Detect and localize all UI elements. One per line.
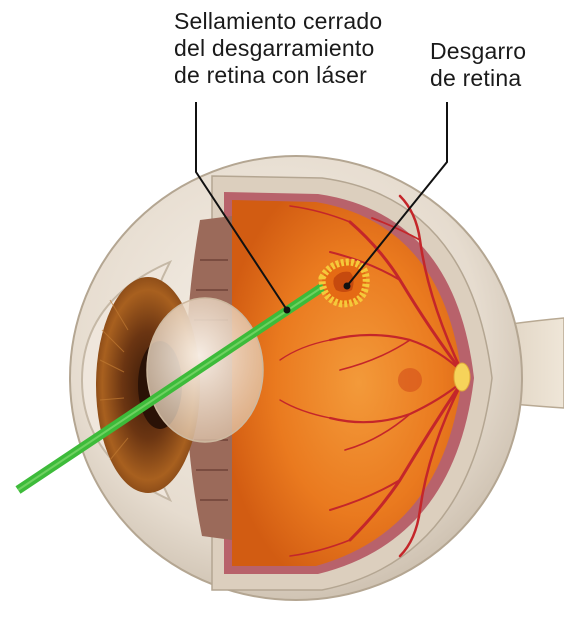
laser-seal-label: Sellamiento cerrado del desgarramiento d… (174, 8, 434, 89)
retinal-tear-label: Desgarro de retina (430, 38, 564, 92)
laser-seal-label-line2: del desgarramiento (174, 35, 434, 62)
retinal-tear-label-line2: de retina (430, 65, 564, 92)
macula (398, 368, 422, 392)
laser-seal-label-line3: de retina con láser (174, 62, 434, 89)
laser-seal-label-line1: Sellamiento cerrado (174, 8, 434, 35)
retinal-tear-label-line1: Desgarro (430, 38, 564, 65)
optic-disc (454, 363, 470, 391)
